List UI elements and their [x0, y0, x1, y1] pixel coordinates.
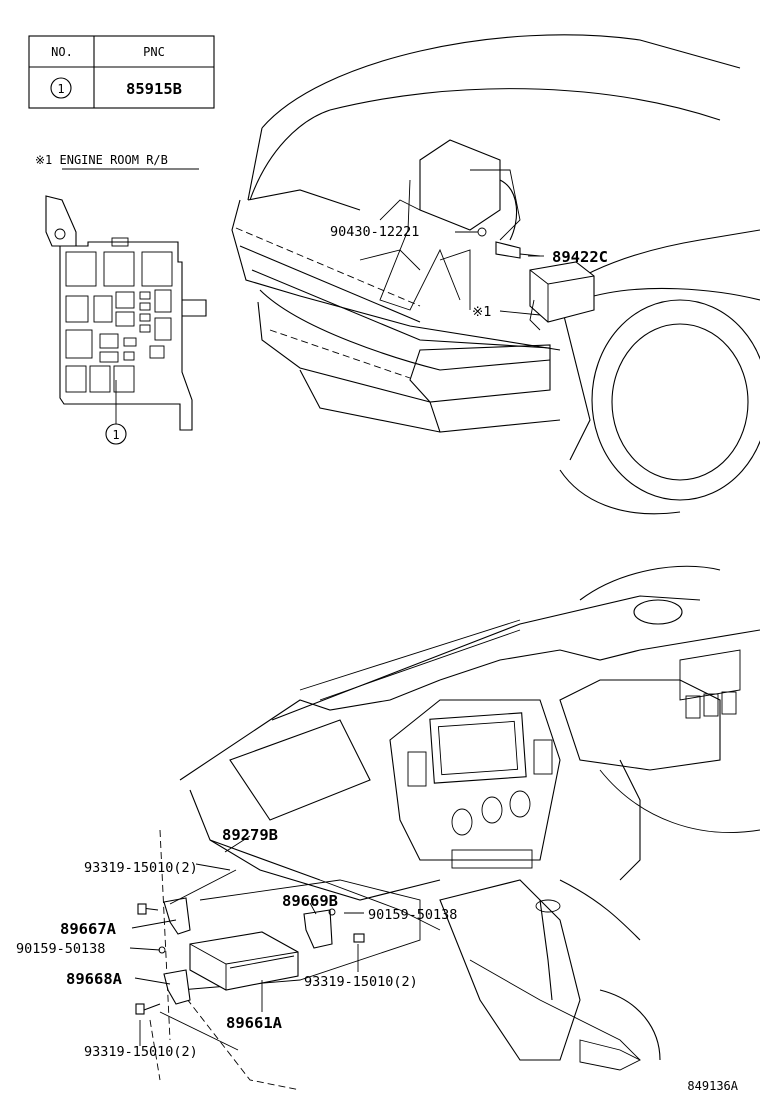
- table-row-number-circle: [50, 77, 72, 99]
- pnc-table: NO. PNC 1 85915B: [28, 35, 215, 109]
- label-89669b: 89669B: [282, 892, 338, 910]
- label-89667a: 89667A: [60, 920, 117, 938]
- engine-room-rb-title: ※1 ENGINE ROOM R/B: [35, 153, 168, 167]
- label-90430-12221: 90430-12221: [330, 224, 419, 240]
- label-89661a: 89661A: [226, 1014, 283, 1032]
- label-93319-15010-mid: 93319-15010(2): [304, 974, 418, 990]
- table-header-no: NO.: [51, 45, 73, 59]
- table-row-number: 1: [57, 82, 64, 96]
- label-93319-15010-bottom: 93319-15010(2): [84, 1044, 198, 1060]
- callout-1-number: 1: [112, 428, 119, 442]
- vehicle-front-view: [231, 34, 760, 515]
- label-90159-50138-right: 90159-50138: [368, 907, 457, 923]
- table-header-pnc: PNC: [143, 45, 165, 59]
- label-93319-15010-top: 93319-15010(2): [84, 860, 198, 876]
- callout-1-circle: [105, 423, 127, 445]
- engine-room-relay-block: ※1 ENGINE ROOM R/B 1: [35, 153, 207, 445]
- instrument-panel-view: [129, 565, 760, 1091]
- label-ref-engine-room-rb: ※1: [472, 304, 491, 320]
- label-89422c: 89422C: [552, 248, 608, 266]
- figure-id: 849136A: [687, 1079, 738, 1093]
- label-89668a: 89668A: [66, 970, 123, 988]
- label-89279b: 89279B: [222, 826, 278, 844]
- table-row-pnc: 85915B: [126, 80, 182, 98]
- label-90159-50138-left: 90159-50138: [16, 941, 105, 957]
